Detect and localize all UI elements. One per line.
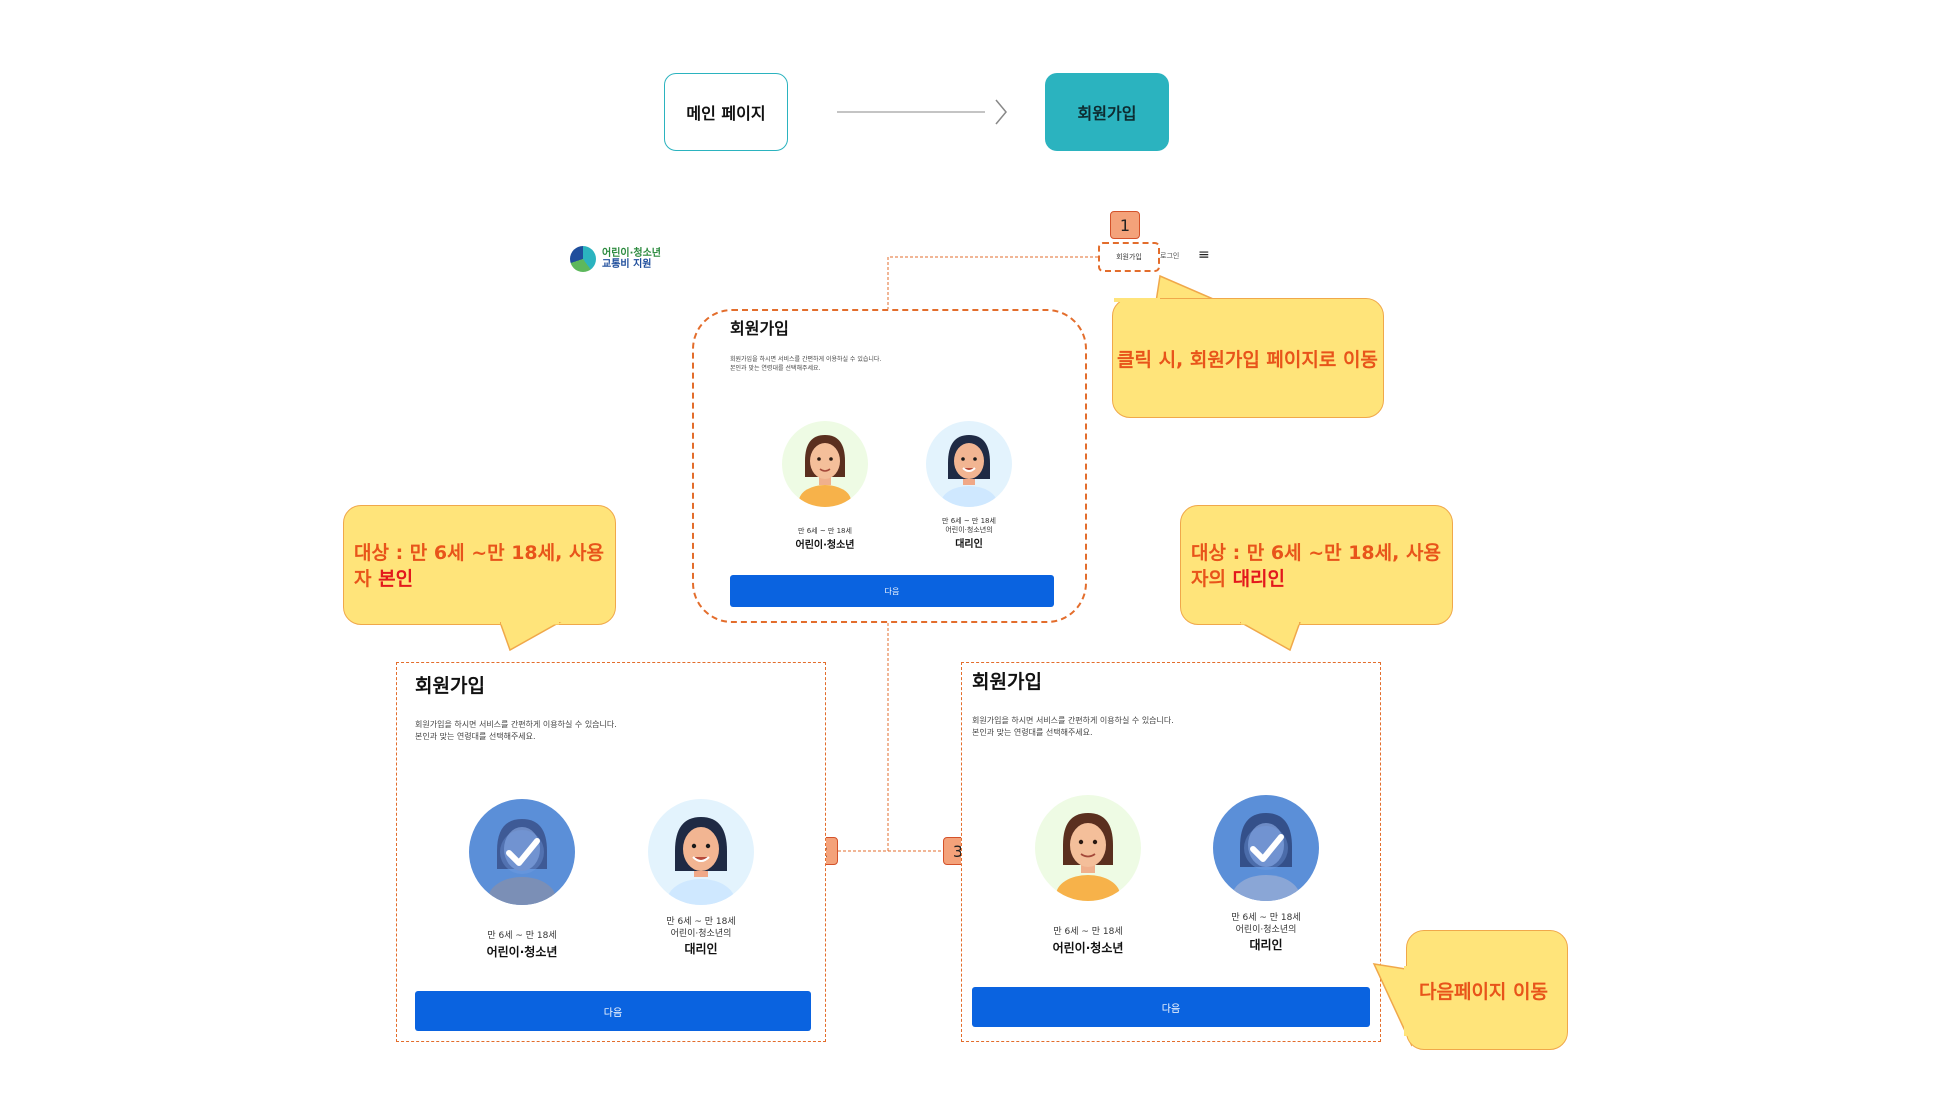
callout-next-page: 다음페이지 이동 [1406, 930, 1568, 1050]
guardian-avatar-icon [926, 421, 1012, 507]
hamburger-menu-icon[interactable]: ≡ [1198, 247, 1210, 263]
callout-3-tail [1240, 622, 1301, 652]
callout-target-self: 대상 : 만 6세 ~만 18세, 사용자 본인 [343, 505, 616, 625]
option-proxy[interactable]: 만 6세 ~ 만 18세 어린이·청소년의 대리인 [631, 799, 771, 957]
panel-title: 회원가입 [415, 675, 485, 697]
child-avatar-icon [782, 421, 868, 507]
guardian-avatar-icon [648, 799, 754, 905]
callout-1-tail [1155, 274, 1221, 302]
next-button[interactable]: 다음 [730, 575, 1054, 607]
signup-panel-default: 회원가입 회원가입을 하시면 서비스를 간편하게 이용하실 수 있습니다. 본인… [692, 309, 1087, 623]
signup-panel-proxy-selected: 회원가입 회원가입을 하시면 서비스를 간편하게 이용하실 수 있습니다. 본인… [961, 662, 1381, 1042]
site-logo[interactable]: 어린이·청소년 교통비 지원 [570, 244, 661, 274]
logo-mark-icon [570, 246, 596, 272]
callout-target-proxy: 대상 : 만 6세 ~만 18세, 사용자의 대리인 [1180, 505, 1453, 625]
child-avatar-selected-icon [469, 799, 575, 905]
callout-2-tail [500, 622, 562, 652]
flow-main-page: 메인 페이지 [664, 73, 788, 151]
next-button[interactable]: 다음 [972, 987, 1370, 1027]
flow-signup-page: 회원가입 [1045, 73, 1169, 151]
next-button[interactable]: 다음 [415, 991, 811, 1031]
panel-description: 회원가입을 하시면 서비스를 간편하게 이용하실 수 있습니다. 본인과 맞는 … [730, 356, 882, 372]
signup-panel-self-selected: 회원가입 회원가입을 하시면 서비스를 간편하게 이용하실 수 있습니다. 본인… [396, 662, 826, 1042]
child-avatar-icon [1035, 795, 1141, 901]
option-self[interactable]: 만 6세 ~ 만 18세 어린이·청소년 [760, 421, 890, 551]
logo-line-2: 교통비 지원 [602, 259, 652, 270]
panel-title: 회원가입 [730, 319, 789, 338]
guardian-avatar-selected-icon [1213, 795, 1319, 901]
logo-line-1: 어린이·청소년 [602, 248, 661, 259]
marker-1: 1 [1110, 211, 1140, 239]
header-login-link[interactable]: 로그인 [1160, 252, 1180, 260]
panel-description: 회원가입을 하시면 서비스를 간편하게 이용하실 수 있습니다. 본인과 맞는 … [415, 720, 617, 741]
callout-signup-click: 클릭 시, 회원가입 페이지로 이동 [1112, 298, 1384, 418]
option-proxy-selected[interactable]: 만 6세 ~ 만 18세 어린이·청소년의 대리인 [1196, 795, 1336, 953]
panel-title: 회원가입 [972, 671, 1042, 693]
header-signup-link[interactable]: 회원가입 [1098, 242, 1160, 272]
option-proxy[interactable]: 만 6세 ~ 만 18세 어린이·청소년의 대리인 [904, 421, 1034, 550]
panel-description: 회원가입을 하시면 서비스를 간편하게 이용하실 수 있습니다. 본인과 맞는 … [972, 716, 1174, 737]
callout-4-tail [1372, 963, 1412, 1047]
option-self[interactable]: 만 6세 ~ 만 18세 어린이·청소년 [1018, 795, 1158, 956]
option-self-selected[interactable]: 만 6세 ~ 만 18세 어린이·청소년 [452, 799, 592, 960]
